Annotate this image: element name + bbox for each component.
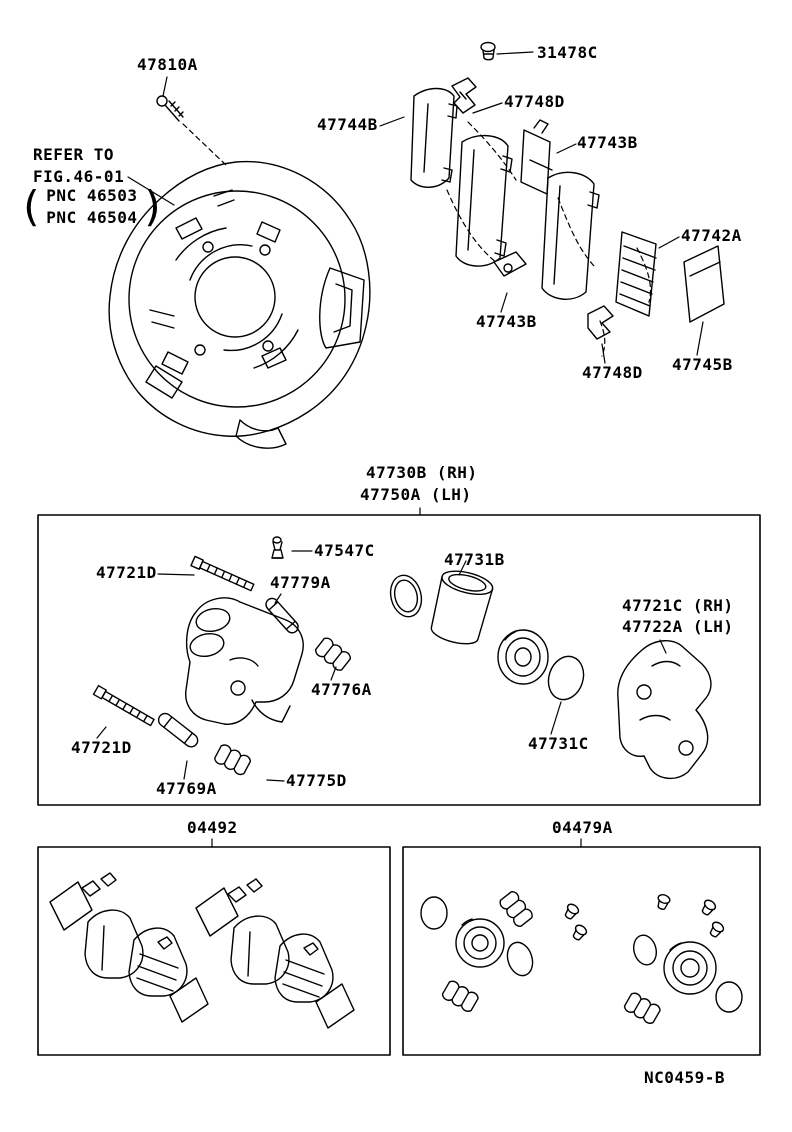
part-label-47748d-bottom: 47748D [582, 363, 643, 382]
piston-seal-art [389, 574, 423, 618]
boot-47776a-art [313, 635, 353, 673]
part-label-47721d-top: 47721D [96, 563, 157, 582]
dashed-guides [182, 121, 652, 357]
pad-47742a-art [615, 231, 657, 317]
part-label-47731c: 47731C [528, 734, 589, 753]
pin-47769a-art [157, 712, 199, 748]
caliper-art [185, 597, 304, 725]
refer-note-line1: REFER TO [33, 145, 115, 164]
pad-kit-art [49, 872, 355, 1029]
pnc-paren-open: ( [18, 181, 44, 231]
part-label-47721c-rh: 47721C (RH) [622, 596, 734, 615]
assembly-label-lh: 47750A (LH) [360, 485, 472, 504]
pin-47779a-art [265, 597, 299, 634]
part-label-47743b-bottom: 47743B [476, 312, 537, 331]
part-label-47776a: 47776A [311, 680, 372, 699]
piston-47731b-art [430, 570, 494, 645]
leader-lines [96, 51, 704, 848]
pad-kit-box [37, 846, 391, 1056]
kit-label-04479a: 04479A [552, 818, 613, 837]
assembly-label-rh: 47730B (RH) [366, 463, 478, 482]
part-label-47769a: 47769A [156, 779, 217, 798]
ring-47731c-art [547, 655, 585, 701]
part-label-47731b: 47731B [444, 550, 505, 569]
part-label-47742a: 47742A [681, 226, 742, 245]
refer-note-pnc-block: ( PNC 46503 PNC 46504 ) [18, 181, 166, 231]
grease-bolt-icon [480, 41, 496, 61]
assembly-box [37, 514, 761, 806]
clip-47748d-top-art [451, 77, 477, 114]
refer-note-line2: FIG.46-01 [33, 167, 125, 186]
part-label-31478c: 31478C [537, 43, 598, 62]
part-label-47721d-bottom: 47721D [71, 738, 132, 757]
part-label-47547c: 47547C [314, 541, 375, 560]
shim-47745b-art [683, 245, 725, 323]
boot-47775d-art [212, 742, 253, 778]
bolt-47721d-top-art [190, 555, 256, 593]
seal-kit-box [402, 846, 761, 1056]
bolt-47721d-bottom-art [92, 684, 156, 728]
pnc-paren-close: ) [140, 181, 166, 231]
piston-face-art [497, 629, 549, 685]
part-label-47810a: 47810A [137, 55, 198, 74]
clip-47748d-bottom-art [587, 305, 614, 340]
bleeder-47547c-art [271, 536, 284, 559]
shim-47743b-bottom-art [493, 251, 527, 277]
torque-plate-art [617, 640, 712, 779]
part-label-47775d: 47775D [286, 771, 347, 790]
part-label-47722a-lh: 47722A (LH) [622, 617, 734, 636]
pnc-line-1: PNC 46503 [46, 186, 138, 205]
part-label-47745b: 47745B [672, 355, 733, 374]
kit-label-04492: 04492 [187, 818, 238, 837]
part-label-47748d-top: 47748D [504, 92, 565, 111]
pad-47744b-art [410, 87, 458, 188]
seal-kit-art [420, 889, 743, 1026]
plate-bolt-icon [156, 95, 184, 122]
dust-cover-art [108, 160, 371, 449]
part-label-47743b-top: 47743B [577, 133, 638, 152]
part-label-47779a: 47779A [270, 573, 331, 592]
drawing-number: NC0459-B [644, 1068, 726, 1087]
part-label-47744b: 47744B [317, 115, 378, 134]
pad-assembly-art [455, 135, 600, 300]
pnc-line-2: PNC 46504 [46, 208, 138, 227]
